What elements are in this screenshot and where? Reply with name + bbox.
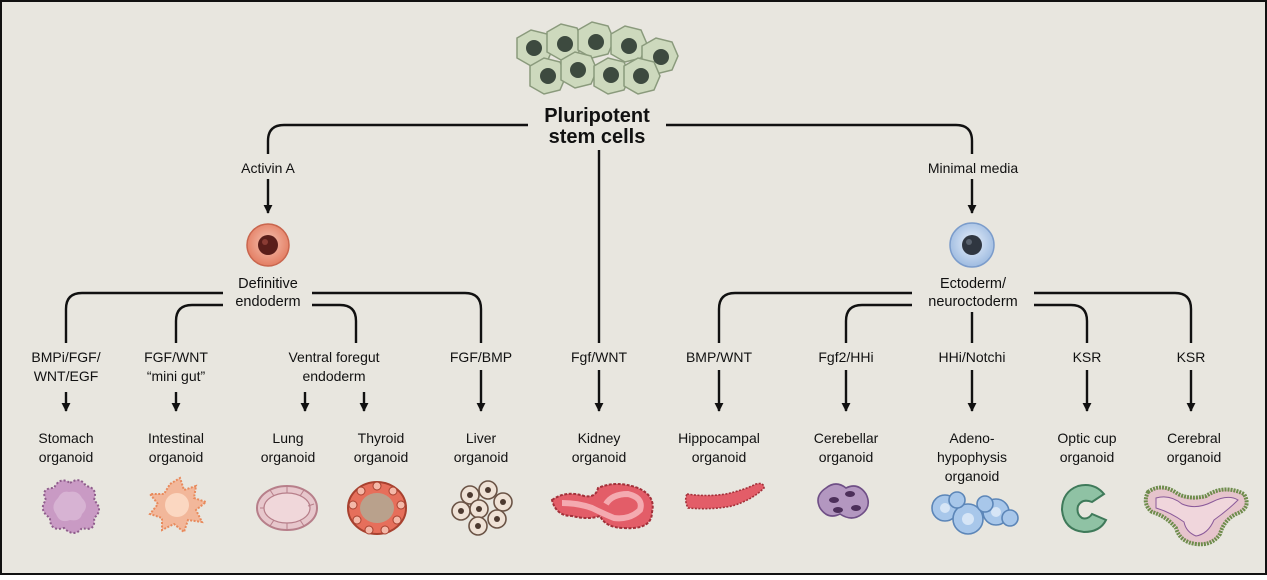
- organoid-hippocampal-line2: organoid: [692, 449, 747, 465]
- stomach-organoid-icon: [41, 479, 100, 534]
- connector-root-right: [666, 123, 974, 154]
- hippocampal-organoid-icon: [684, 482, 765, 510]
- definitive-endoderm-label-line1: Definitive: [238, 276, 298, 292]
- cerebellar-organoid-icon: [817, 483, 870, 519]
- organoid-intestinal-line1: Intestinal: [148, 430, 204, 446]
- organoid-lung-line2: organoid: [261, 449, 316, 465]
- signal-kidney: Fgf/WNT: [571, 349, 627, 365]
- lung-organoid-icon: [256, 485, 318, 531]
- organoid-lung-line1: Lung: [272, 430, 303, 446]
- organoid-intestinal-line2: organoid: [149, 449, 204, 465]
- signal-foregut-line1: Ventral foregut: [288, 349, 379, 365]
- signal-activin-a: Activin A: [241, 160, 295, 176]
- organoid-cerebellar-line1: Cerebellar: [814, 430, 879, 446]
- kidney-organoid-icon: [550, 483, 654, 530]
- connectors: [61, 123, 1196, 412]
- definitive-endoderm-label-line2: endoderm: [235, 294, 300, 310]
- signal-intestinal-line1: FGF/WNT: [144, 349, 208, 365]
- signal-adeno: HHi/Notchi: [939, 349, 1006, 365]
- root-label-line2: stem cells: [549, 126, 646, 148]
- organoid-optic-line1: Optic cup: [1057, 430, 1116, 446]
- organoid-stomach-line2: organoid: [39, 449, 94, 465]
- organoid-kidney-line1: Kidney: [578, 430, 621, 446]
- organoid-thyroid-line1: Thyroid: [358, 430, 405, 446]
- stem-cell-cluster-icon: [516, 21, 679, 95]
- organoid-adeno-line1: Adeno-: [949, 430, 994, 446]
- thyroid-organoid-icon: [347, 481, 407, 535]
- connector-endo-outer-left: [64, 291, 223, 343]
- ectoderm-label-line1: Ectoderm/: [940, 276, 1007, 292]
- intestinal-organoid-icon: [147, 476, 209, 534]
- connector-endo-outer-right: [312, 291, 483, 343]
- connector-ecto-outer-right: [1034, 291, 1193, 343]
- organoid-adeno-line3: organoid: [945, 468, 1000, 484]
- definitive-endoderm-cell-icon: [246, 223, 290, 267]
- ectoderm-label-line2: neuroctoderm: [928, 294, 1017, 310]
- ectoderm-cell-icon: [949, 222, 995, 268]
- organoid-cerebral-line2: organoid: [1167, 449, 1222, 465]
- organoid-liver-line2: organoid: [454, 449, 509, 465]
- organoid-adeno-line2: hypophysis: [937, 449, 1007, 465]
- signal-stomach-line2: WNT/EGF: [34, 368, 99, 384]
- organoid-optic-line2: organoid: [1060, 449, 1115, 465]
- signal-optic: KSR: [1073, 349, 1102, 365]
- signal-foregut-line2: endoderm: [302, 368, 365, 384]
- organoid-thyroid-line2: organoid: [354, 449, 409, 465]
- organoid-hippocampal-line1: Hippocampal: [678, 430, 760, 446]
- connector-root-left: [266, 123, 528, 154]
- signal-liver: FGF/BMP: [450, 349, 512, 365]
- connector-endo-inner-right: [312, 303, 358, 343]
- root-label-line1: Pluripotent: [544, 105, 650, 127]
- organoid-liver-line1: Liver: [466, 430, 497, 446]
- connector-endo-inner-left: [174, 303, 223, 343]
- signal-hippocampal: BMP/WNT: [686, 349, 753, 365]
- signal-stomach-line1: BMPi/FGF/: [31, 349, 100, 365]
- connector-ecto-inner-left: [844, 303, 912, 343]
- signal-intestinal-line2: “mini gut”: [147, 368, 206, 384]
- signal-minimal-media: Minimal media: [928, 160, 1018, 176]
- organoid-kidney-line2: organoid: [572, 449, 627, 465]
- optic-cup-organoid-icon: [1060, 484, 1108, 534]
- signal-cerebellar: Fgf2/HHi: [818, 349, 873, 365]
- organoid-stomach-line1: Stomach: [38, 430, 93, 446]
- connector-ecto-inner-right: [1034, 303, 1089, 343]
- connector-ecto-outer-left: [717, 291, 912, 343]
- liver-organoid-icon: [451, 480, 513, 536]
- signal-cerebral: KSR: [1177, 349, 1206, 365]
- cerebral-organoid-icon: [1143, 485, 1249, 547]
- organoid-cerebellar-line2: organoid: [819, 449, 874, 465]
- organoid-cerebral-line1: Cerebral: [1167, 430, 1221, 446]
- adenohypophysis-organoid-icon: [931, 491, 1019, 535]
